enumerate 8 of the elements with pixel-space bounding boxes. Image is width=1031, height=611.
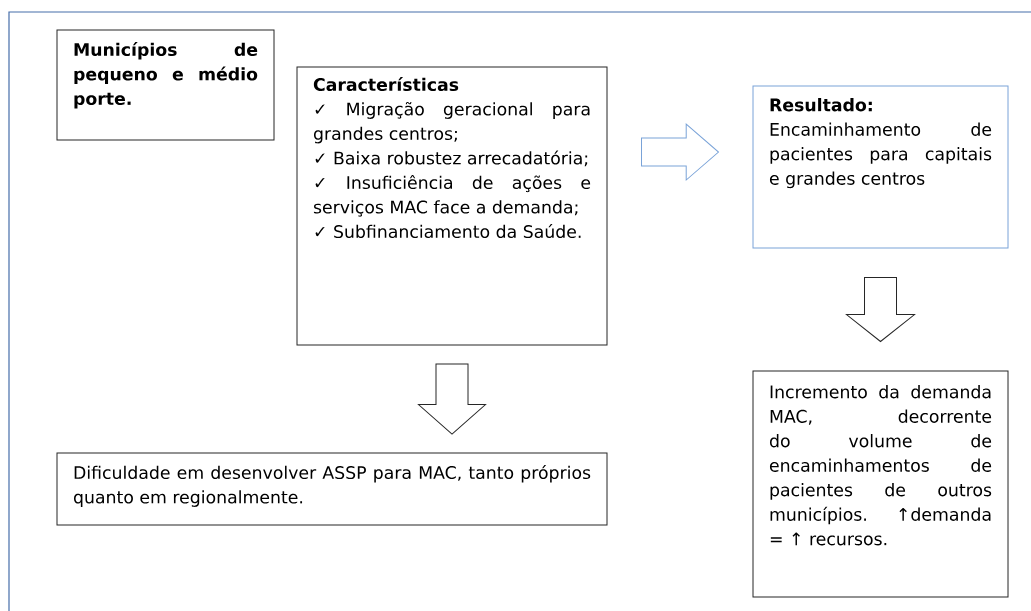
text-box: Dificuldade em desenvolver ASSP para MAC, tanto próprios quanto em regionalmente. [56, 452, 608, 526]
block-arrow [641, 123, 719, 181]
text-box: Resultado: Encaminhamento de pacientes para capitais e grandes centros [752, 85, 1009, 249]
text-box: Municípios de pequeno e médio porte. [56, 29, 275, 141]
block-arrow [418, 363, 486, 435]
block-arrow [846, 277, 915, 342]
text-box: Incremento da demanda MAC, decorrente do volume de encaminhamentos de pacientes de outros municípios. ↑demanda = ↑ recursos. [752, 370, 1009, 598]
text-box: Características ✓ Migração geracional para grandes centros; ✓ Baixa robustez arrecadatória; ✓ Insuficiência de ações e serviços MAC face a demanda; ✓ Subfinanciamento da Saúde. [296, 66, 608, 346]
